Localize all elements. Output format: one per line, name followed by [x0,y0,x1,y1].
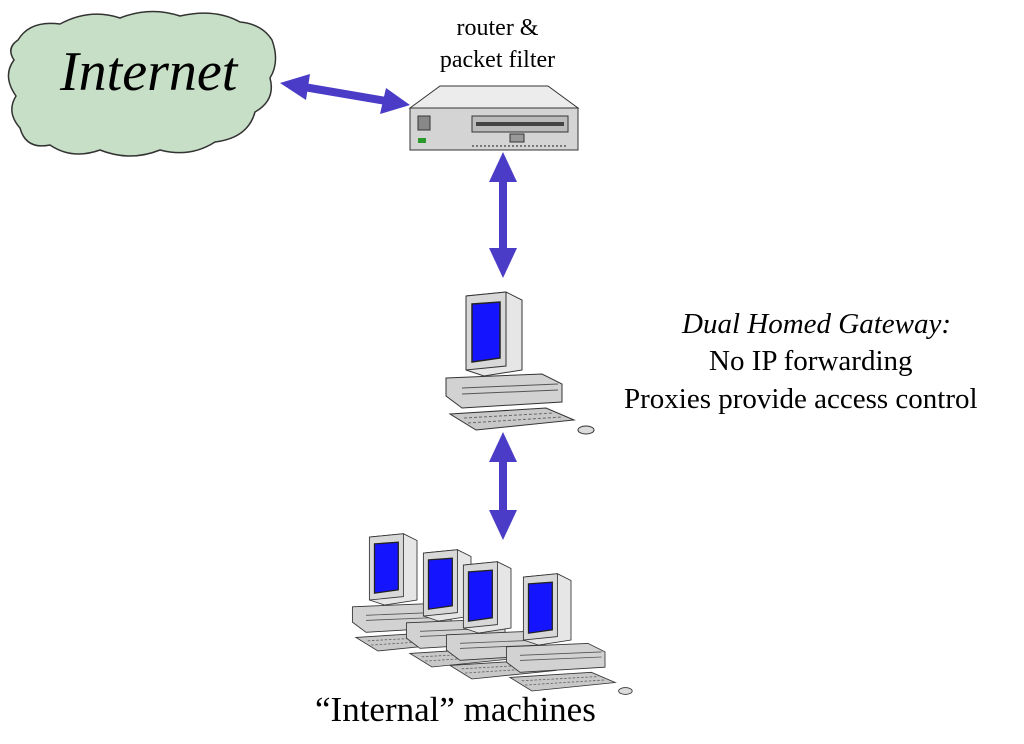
internet-label: Internet [60,41,238,103]
arrow-head-gateway-bottom [489,432,517,462]
router-label-line1: router & [456,15,539,41]
internet-cloud-shape [7,10,277,157]
arrow-head-internal [489,510,517,540]
arrow-head-internet [280,74,310,100]
arrow-head-router [380,88,410,114]
gateway-desc-line2: Proxies provide access control [624,383,978,415]
router-label-line2: packet filter [439,47,556,74]
router-label: router & packet filter [410,12,585,77]
arrow-head-router-top [489,152,517,182]
arrow-internet-router [297,82,393,106]
router-device-icon [408,85,580,151]
gateway-title: Dual Homed Gateway: [682,308,952,340]
connection-arrows [280,74,517,540]
internal-machines-label: “Internal” machines [315,690,596,729]
gateway-computer-icon [445,291,595,435]
arrow-head-gateway-top [489,248,517,278]
gateway-desc-line1: No IP forwarding [709,345,913,377]
internal-machines-icon [351,533,633,696]
